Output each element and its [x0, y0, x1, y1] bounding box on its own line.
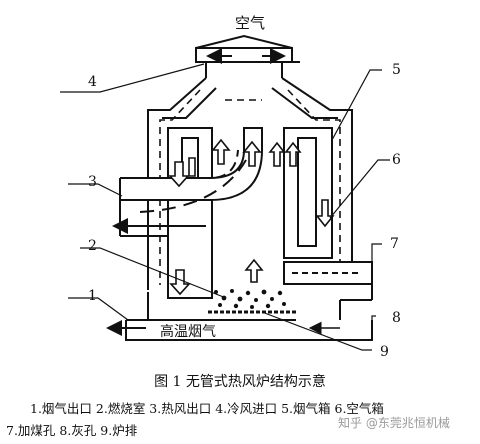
flow-arrows — [168, 138, 335, 296]
flue-chamber-left — [167, 127, 213, 299]
callout-9: 9 — [380, 344, 389, 360]
roof-cap — [147, 34, 353, 290]
callout-8: 8 — [392, 310, 401, 326]
coal-charging-hole — [283, 261, 373, 300]
label-air-top: 空气 — [235, 14, 265, 32]
inner-flow-dash — [139, 159, 247, 213]
watermark: 知乎 @东莞兆恒机械 — [338, 416, 450, 430]
callout-7: 7 — [390, 236, 399, 252]
callout-2: 2 — [88, 238, 97, 254]
label-hot-flue: 高温烟气 — [160, 323, 216, 340]
callout-6: 6 — [392, 152, 401, 168]
flue-box-right — [283, 127, 333, 259]
legend-line-2: 7.加煤孔 8.灰孔 9.炉排 — [6, 423, 138, 438]
leader-lines — [60, 63, 390, 351]
grate-coal — [214, 289, 286, 309]
callout-4: 4 — [88, 74, 97, 90]
hot-air-outlet-pipe — [119, 127, 263, 237]
figure-caption: 图 1 无管式热风炉结构示意 — [154, 374, 326, 390]
callout-5: 5 — [392, 62, 401, 78]
legend-line-1: 1.烟气出口 2.燃烧室 3.热风出口 4.冷风进口 5.烟气箱 6.空气箱 — [30, 401, 384, 416]
callout-1: 1 — [88, 288, 97, 304]
cold-air-inlet-arrows — [206, 48, 300, 64]
callout-numbers: 4 5 6 3 2 7 1 8 9 — [88, 62, 401, 360]
diagram-svg: 空气 — [60, 14, 401, 360]
dashed-channels — [159, 89, 341, 285]
callout-3: 3 — [88, 174, 97, 190]
